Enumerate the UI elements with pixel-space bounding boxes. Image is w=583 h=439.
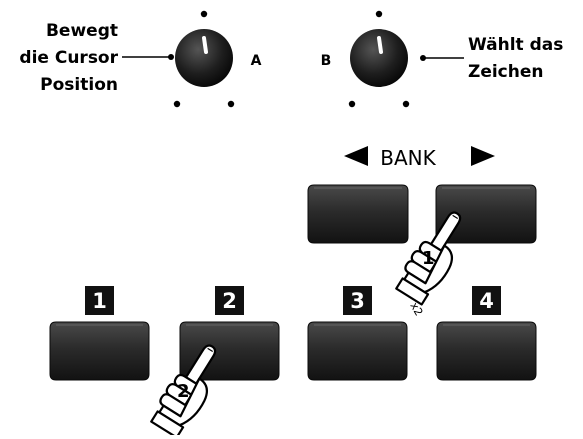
button-3[interactable]: 3 <box>307 286 408 381</box>
bank-header: BANK <box>344 146 495 170</box>
knob-b-body[interactable] <box>350 29 408 87</box>
button-1-tab <box>85 286 114 315</box>
knob-a-dot-bl <box>173 100 181 108</box>
hand-pointer-2-icon: 2 <box>150 344 217 439</box>
knob-a[interactable]: A <box>173 10 262 108</box>
button-1-cap[interactable] <box>49 321 150 381</box>
knob-b[interactable]: B <box>321 10 410 108</box>
bank-right-button[interactable] <box>435 184 537 244</box>
knob-b-dot-bl <box>348 100 356 108</box>
bank-label: BANK <box>380 146 436 170</box>
knob-a-indicator <box>202 36 208 54</box>
triangle-left-icon <box>344 146 368 166</box>
button-4-number: 4 <box>479 289 494 313</box>
button-2-number: 2 <box>222 289 237 313</box>
left-label-line-2: die Cursor <box>19 48 118 68</box>
button-3-tab <box>343 286 372 315</box>
left-label-line-1: Bewegt <box>46 21 118 41</box>
button-3-number: 3 <box>350 289 365 313</box>
hand-1-hint: x2 <box>407 300 425 318</box>
hand-1-step-number: 1 <box>422 248 435 269</box>
button-1-number: 1 <box>92 289 107 313</box>
right-label-line-1: Wählt das <box>468 35 563 55</box>
right-label: Wählt das Zeichen <box>468 35 563 82</box>
left-label: Bewegt die Cursor Position <box>19 21 118 95</box>
knob-a-dot-br <box>227 100 235 108</box>
hand-pointer-1-icon: 1 <box>395 211 462 306</box>
knob-a-dot-top <box>200 10 208 18</box>
button-4-tab <box>472 286 501 315</box>
button-2-tab <box>215 286 244 315</box>
button-4-cap[interactable] <box>436 321 537 381</box>
right-label-line-2: Zeichen <box>468 62 544 82</box>
knob-b-dot-br <box>402 100 410 108</box>
knob-a-body[interactable] <box>175 29 233 87</box>
knob-a-label: A <box>251 53 262 69</box>
knob-b-dot-top <box>375 10 383 18</box>
button-1[interactable]: 1 <box>49 286 150 381</box>
triangle-right-icon <box>471 146 495 166</box>
button-3-cap[interactable] <box>307 321 408 381</box>
left-label-line-3: Position <box>40 75 118 95</box>
left-leader-dot <box>168 54 174 60</box>
button-4[interactable]: 4 <box>436 286 537 381</box>
hand-2-step-number: 2 <box>177 381 190 402</box>
bank-left-button[interactable] <box>307 184 409 244</box>
knob-b-label: B <box>321 53 332 69</box>
knob-b-indicator <box>377 36 383 54</box>
